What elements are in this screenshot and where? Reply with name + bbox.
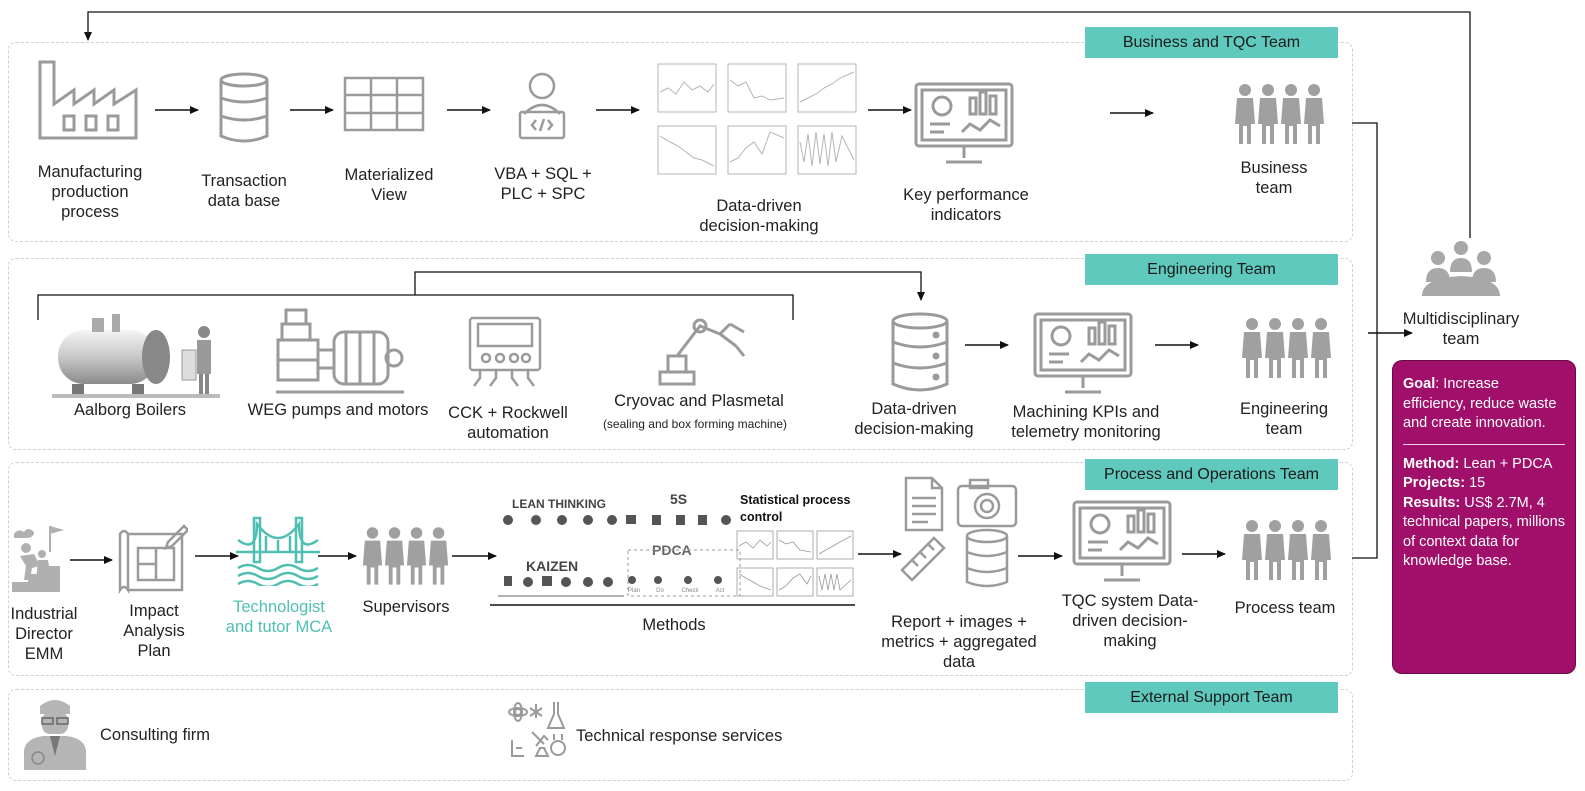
methods-icons-strip [498,515,741,597]
engineering-database-icon [891,312,949,392]
projects-text: 15 [1465,475,1486,491]
director-climb-icon [12,526,64,592]
business-row [8,42,1353,242]
cryovac-sub-label: (sealing and box forming machine) [602,417,788,431]
projects-line: Projects: 15 [1403,474,1565,494]
impact-plan-label: Impact Analysis Plan [123,602,185,660]
manufacturing-label: Manufacturing production process [37,163,143,221]
pdca-act-label: Act [715,588,725,594]
bridge-icon [236,516,320,586]
factory-icon [38,60,138,140]
report-label: Report + images + metrics + aggregated d… [881,613,1037,671]
machining-kpis-label: Machining KPIs and telemetry monitoring [1011,403,1161,441]
pump-motor-icon [276,308,404,394]
business-decision-label: Data-driven decision-making [699,197,819,235]
weg-label: WEG pumps and motors [247,401,429,419]
engineering-team-tag: Engineering Team [1085,254,1338,285]
control-charts-icon [657,63,857,175]
consulting-label: Consulting firm [100,726,211,744]
methods-label: Methods [642,616,706,634]
boiler-icon [52,314,220,398]
engineering-team-people-icon [1242,318,1331,378]
results-text: US$ 2.7M, 4 technical papers, millions o… [1403,494,1565,570]
cck-label: CCK + Rockwell automation [448,404,568,442]
results-line: Results: US$ 2.7M, 4 technical papers, m… [1403,494,1565,572]
goal-summary-box: Goal: Increase efficiency, reduce waste … [1392,360,1576,674]
tqc-label: TQC system Data-driven decision-making [1061,592,1199,650]
robot-arm-icon [658,318,746,386]
table-grid-icon [343,76,425,132]
business-team-label: Business team [1240,159,1308,197]
pdca-plan-label: Plan [627,588,640,594]
consultant-icon [24,700,86,770]
developer-laptop-icon [518,72,566,140]
external-team-tag: External Support Team [1085,682,1338,713]
process-row [8,462,1353,676]
database-icon [219,72,269,143]
goal-heading: Goal [1403,376,1436,392]
method-text: Lean + PDCA [1459,455,1553,472]
director-label: Industrial Director EMM [10,605,78,663]
lean-thinking-title: LEAN THINKING [512,497,606,511]
goal-line: Goal: Increase efficiency, reduce waste … [1403,375,1565,434]
pdca-do-label: Do [656,588,664,594]
science-icons-cluster [508,702,566,757]
multidisciplinary-label: Multidisciplinary team [1402,310,1520,348]
method-heading: Method: [1403,455,1460,472]
tqc-monitor-icon [1072,500,1172,582]
projects-heading: Projects: [1403,475,1466,491]
process-team-label: Process team [1234,599,1336,617]
spc-title: Statistical process control [740,493,851,524]
automation-panel-icon [468,316,542,387]
tutor-label: Technologist and tutor MCA [225,598,333,636]
technical-services-label: Technical response services [576,727,783,745]
goal-divider [1403,443,1565,445]
results-heading: Results: [1403,494,1461,511]
telemetry-monitor-icon [1033,312,1133,394]
meeting-group-icon [1422,241,1500,296]
supervisors-people-icon [362,527,449,585]
report-icons-cluster [900,476,1018,588]
engineering-row [8,258,1353,450]
boilers-label: Aalborg Boilers [74,401,186,419]
supervisors-label: Supervisors [362,598,450,616]
business-team-people-icon [1235,84,1324,144]
goal-text: : Increase efficiency, reduce waste and … [1403,376,1557,431]
business-team-tag: Business and TQC Team [1085,27,1338,58]
process-team-people-icon [1242,520,1331,580]
spc-charts-icon [736,530,854,597]
external-row [8,689,1353,781]
pdca-check-label: Check [681,588,699,594]
blueprint-plan-icon [118,524,188,595]
process-team-tag: Process and Operations Team [1085,459,1338,490]
dashboard-monitor-icon [914,82,1014,164]
vba-sql-label: VBA + SQL + PLC + SPC [494,165,592,203]
transaction-db-label: Transaction data base [201,172,287,210]
engineering-decision-label: Data-driven decision-making [854,400,974,438]
materialized-view-label: Materialized View [344,166,434,204]
method-line: Method: Lean + PDCA [1403,455,1565,475]
kaizen-title: KAIZEN [526,558,579,574]
kpi-label: Key performance indicators [903,186,1029,224]
five-s-title: 5S [670,491,688,507]
cryovac-label: Cryovac and Plasmetal [614,392,784,410]
engineering-team-label: Engineering team [1239,400,1329,438]
